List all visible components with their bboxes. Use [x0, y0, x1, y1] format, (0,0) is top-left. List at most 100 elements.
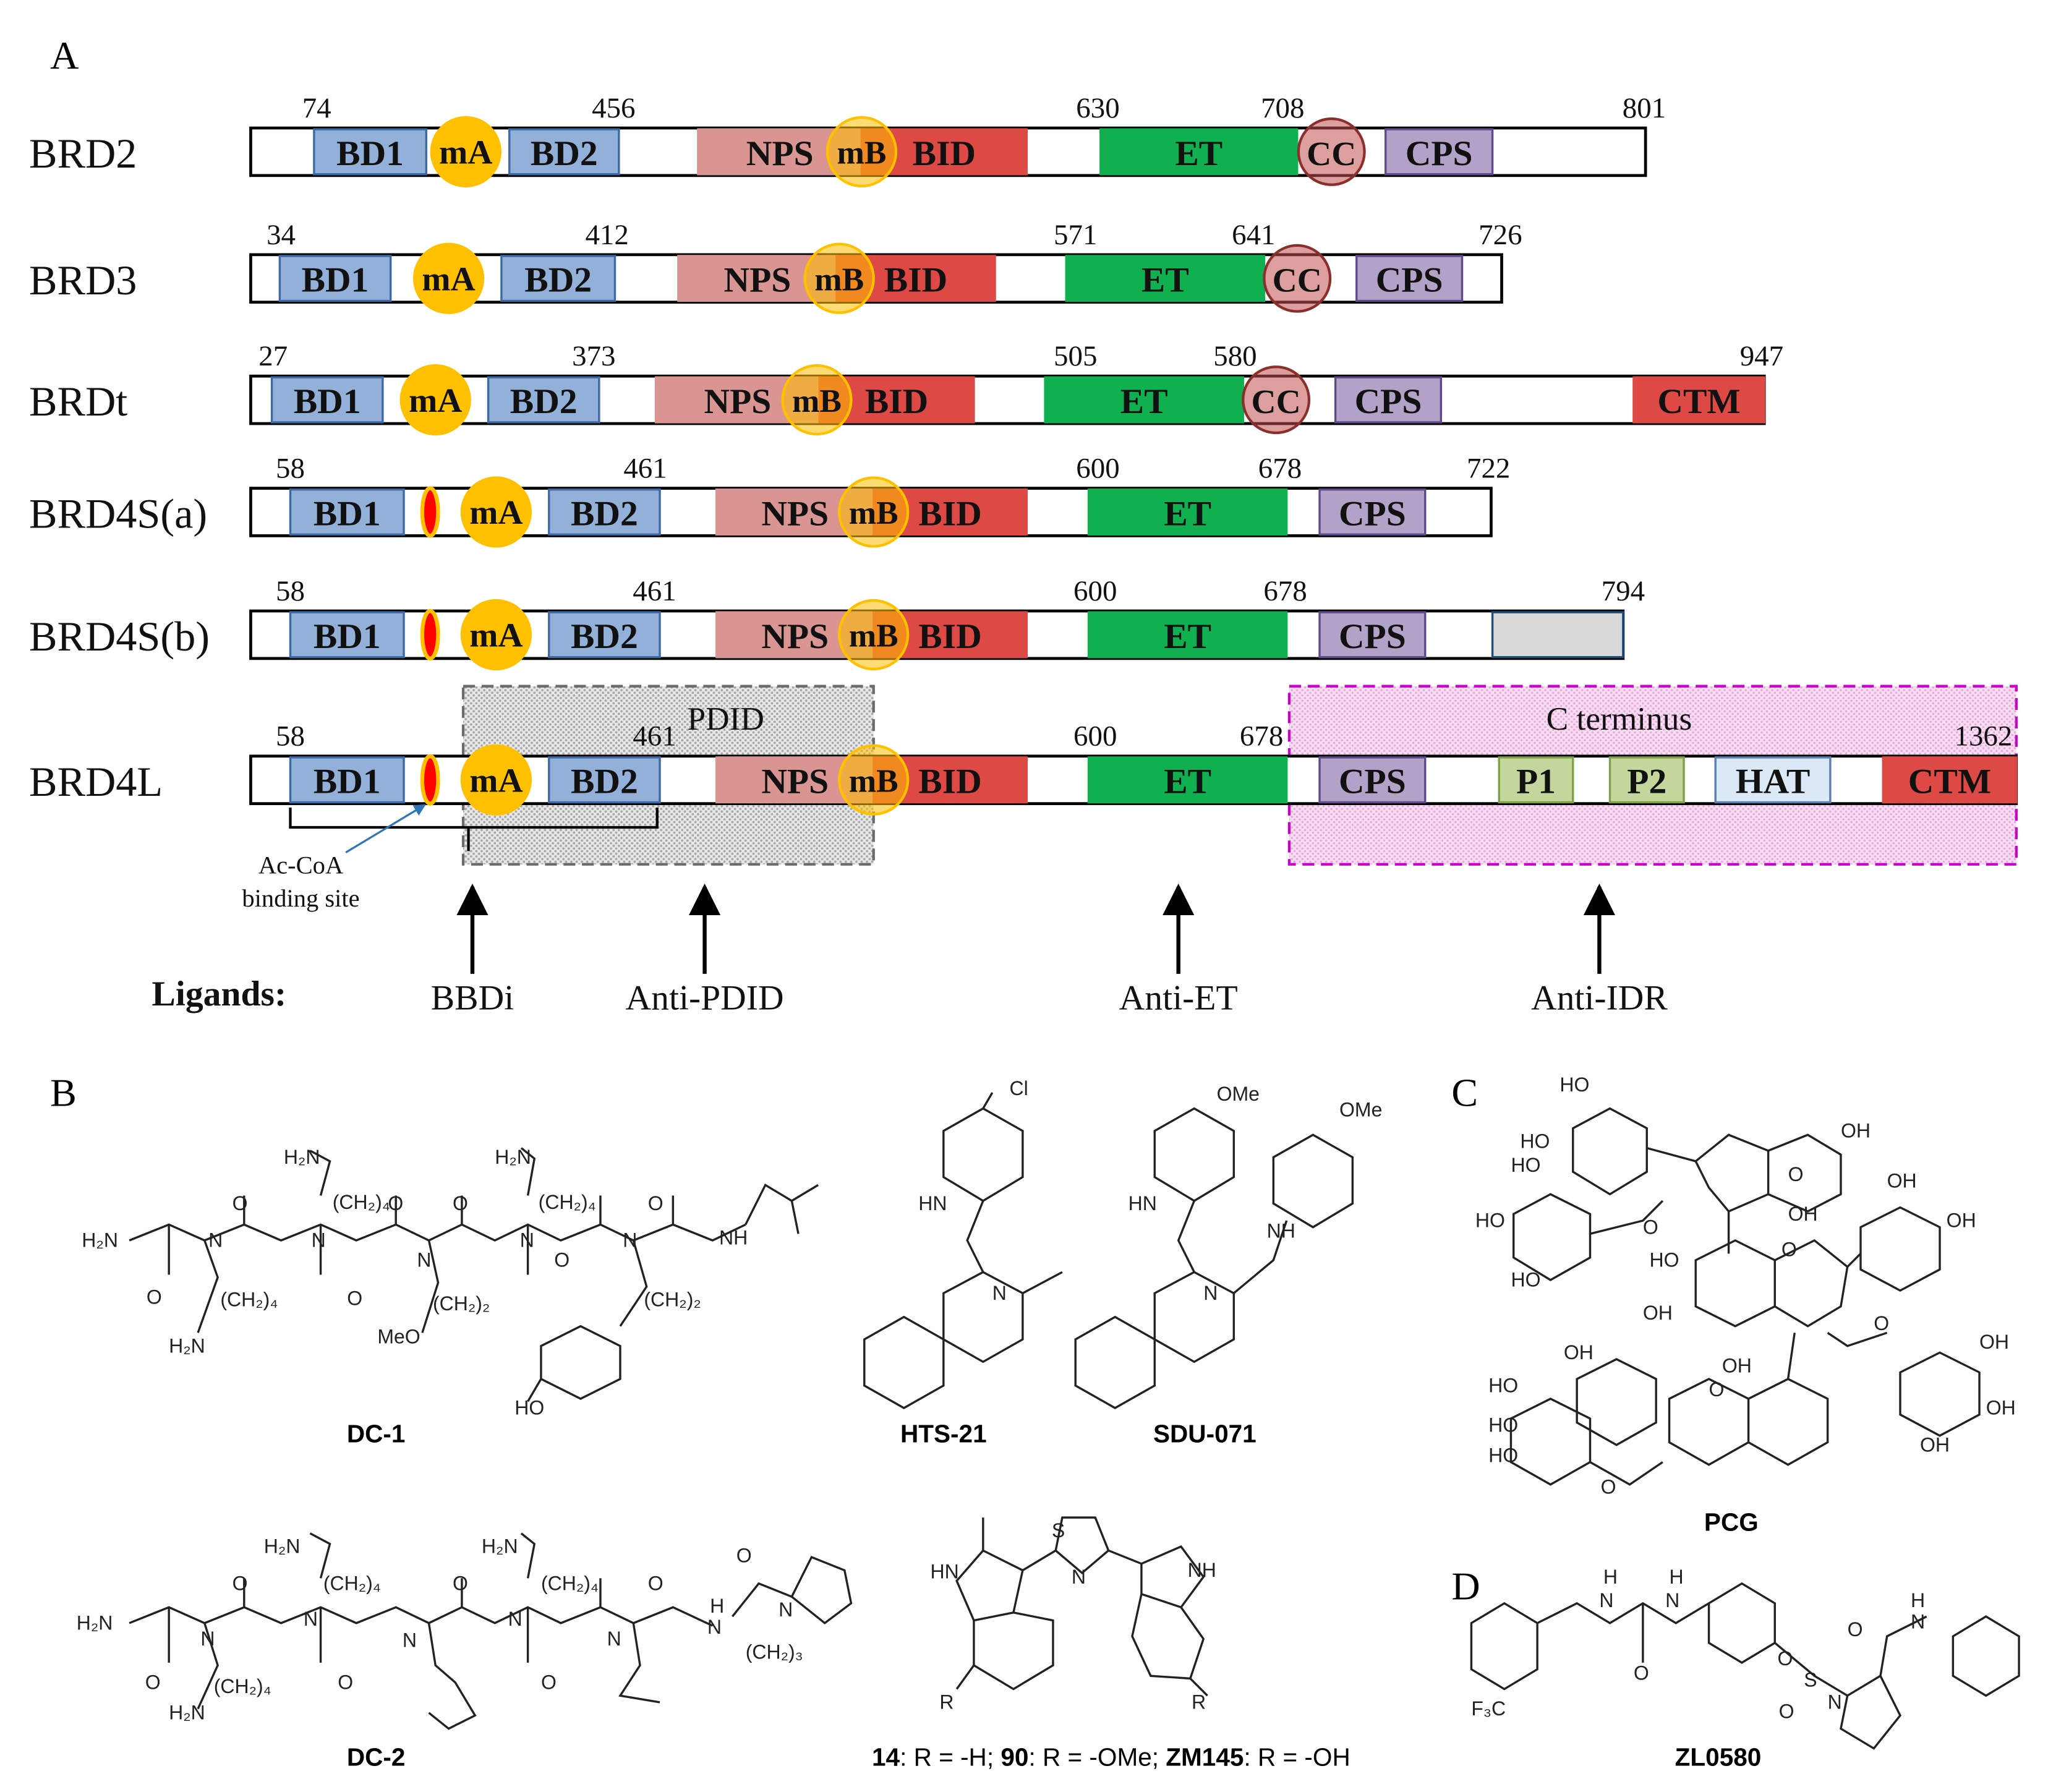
domain-nps-label-brd3: NPS [724, 261, 791, 300]
svg-text:OH: OH [1788, 1203, 1818, 1225]
bromodomain-bracket [289, 808, 659, 829]
residue-number-brd4s-b: 678 [1263, 575, 1307, 607]
residue-number-brd2: 630 [1076, 92, 1119, 124]
svg-text:Cl: Cl [1010, 1077, 1028, 1099]
svg-text:OMe: OMe [1217, 1083, 1260, 1105]
svg-text:(CH₂)₄: (CH₂)₄ [323, 1572, 381, 1594]
domain-cps-brd4l [1318, 756, 1427, 804]
residue-number-brd4s-a: 461 [623, 453, 667, 485]
residue-number-brd3: 641 [1232, 219, 1275, 251]
motif-ma-label-brd4s-a: mA [469, 494, 523, 532]
svg-text:O: O [347, 1287, 362, 1310]
svg-text:N: N [1828, 1691, 1842, 1713]
svg-text:N: N [417, 1249, 431, 1271]
domain-bd2-label-brd4s-a: BD2 [571, 494, 638, 533]
svg-text:O: O [541, 1671, 557, 1694]
panel-a-label: A [50, 33, 79, 77]
svg-text:N: N [312, 1229, 326, 1252]
domain-cps-brdt [1334, 376, 1443, 424]
residue-number-brd4l: 461 [633, 720, 676, 753]
residue-number-brd4s-b: 461 [633, 575, 676, 607]
svg-text:O: O [1779, 1700, 1794, 1722]
svg-text:N: N [623, 1229, 637, 1252]
svg-text:H: H [710, 1595, 724, 1617]
panel-d-label: D [1451, 1564, 1480, 1608]
protein-name-brd4s-b: BRD4S(b) [29, 613, 210, 660]
svg-text:OH: OH [1947, 1210, 1976, 1232]
residue-number-brd4s-a: 600 [1076, 453, 1119, 485]
svg-text:HN: HN [930, 1560, 958, 1582]
ligands-heading: Ligands: [151, 975, 286, 1013]
residue-number-brd3: 34 [267, 219, 296, 251]
domain-extension-brd4s-b [1491, 611, 1624, 659]
domain-ctm-brd4l [1882, 756, 2018, 804]
domain-bd1-label-brd4s-a: BD1 [314, 494, 381, 533]
motif-cc-label-brd3: CC [1273, 262, 1322, 300]
residue-number-brd3: 571 [1054, 219, 1097, 251]
svg-text:O: O [145, 1671, 161, 1694]
domain-bd2-label-brdt: BD2 [510, 382, 578, 421]
protein-bar-brdt [249, 374, 1766, 425]
motif-ma-brd4s-a [460, 476, 532, 548]
motif-ma-label-brd3: mA [422, 260, 475, 298]
residue-number-brdt: 27 [258, 340, 288, 372]
indole-series-caption: 14: R = -H; 90: R = -OMe; ZM145: R = -OH [872, 1743, 1350, 1771]
svg-text:MeO: MeO [377, 1325, 420, 1347]
residue-number-brd4l: 600 [1073, 720, 1117, 753]
motif-ma-brdt [399, 364, 471, 436]
indole-series-structure [955, 1516, 1208, 1697]
ligand-label-bbdi: BBDi [431, 979, 514, 1018]
domain-bd1-label-brd2: BD1 [336, 134, 404, 173]
residue-number-brd4l: 58 [276, 720, 305, 753]
compound-name-pcg: PCG [1704, 1508, 1759, 1536]
motif-ma-label-brd4s-b: mA [469, 617, 523, 655]
domain-bid-label-brd3: BID [884, 261, 947, 300]
svg-text:HO: HO [1488, 1374, 1518, 1396]
svg-text:(CH₂)₄: (CH₂)₄ [539, 1191, 596, 1213]
svg-text:N: N [304, 1608, 318, 1630]
svg-text:NH: NH [1267, 1220, 1295, 1242]
residue-number-brd4s-b: 600 [1073, 575, 1117, 607]
svg-text:O: O [1781, 1239, 1797, 1261]
svg-text:O: O [1848, 1618, 1863, 1641]
protein-name-brd4s-a: BRD4S(a) [29, 490, 207, 537]
motif-ma-label-brd2: mA [439, 134, 492, 172]
svg-text:O: O [736, 1545, 752, 1567]
acoa-label-line1: Ac-CoA [258, 851, 343, 879]
svg-text:OH: OH [1986, 1397, 2016, 1419]
motif-mb-label-brd4s-b: mB [849, 617, 898, 654]
domain-bd1-brd4s-b [289, 611, 405, 659]
svg-text:OH: OH [1564, 1341, 1594, 1363]
domain-p2-brd4l [1608, 756, 1685, 804]
motif-mb-brd3 [803, 242, 875, 314]
svg-text:OH: OH [1887, 1170, 1917, 1192]
acoa-label-line2: binding site [242, 884, 359, 912]
svg-text:H₂N: H₂N [169, 1334, 205, 1357]
residue-number-brd4l: 678 [1240, 720, 1283, 753]
svg-text:HO: HO [1475, 1210, 1505, 1232]
svg-text:R: R [1192, 1691, 1206, 1713]
motif-ma-label-brd4l: mA [469, 762, 523, 800]
domain-ctm-label-brd4l: CTM [1908, 762, 1991, 801]
svg-text:O: O [453, 1572, 468, 1594]
domain-cps-brd3 [1355, 255, 1464, 302]
acoa-site-brd4s-b [420, 608, 440, 661]
domain-et-label-brd3: ET [1141, 261, 1189, 300]
residue-number-brd3: 726 [1478, 219, 1522, 251]
svg-text:(CH₂)₄: (CH₂)₄ [220, 1289, 278, 1311]
svg-text:N: N [1911, 1610, 1925, 1632]
svg-text:N: N [1072, 1566, 1086, 1588]
ligand-label-anti-pdid: Anti-PDID [626, 979, 784, 1018]
acoa-site-brd4l [420, 754, 440, 806]
svg-text:O: O [648, 1572, 663, 1594]
svg-text:H₂N: H₂N [82, 1229, 118, 1252]
domain-cps-label-brd2: CPS [1406, 134, 1473, 173]
motif-cc-label-brd2: CC [1307, 135, 1356, 173]
motif-ma-brd3 [412, 242, 485, 314]
compound-name-hts21: HTS-21 [900, 1419, 987, 1448]
protein-name-brd4l: BRD4L [29, 758, 163, 805]
svg-text:N: N [200, 1628, 215, 1650]
